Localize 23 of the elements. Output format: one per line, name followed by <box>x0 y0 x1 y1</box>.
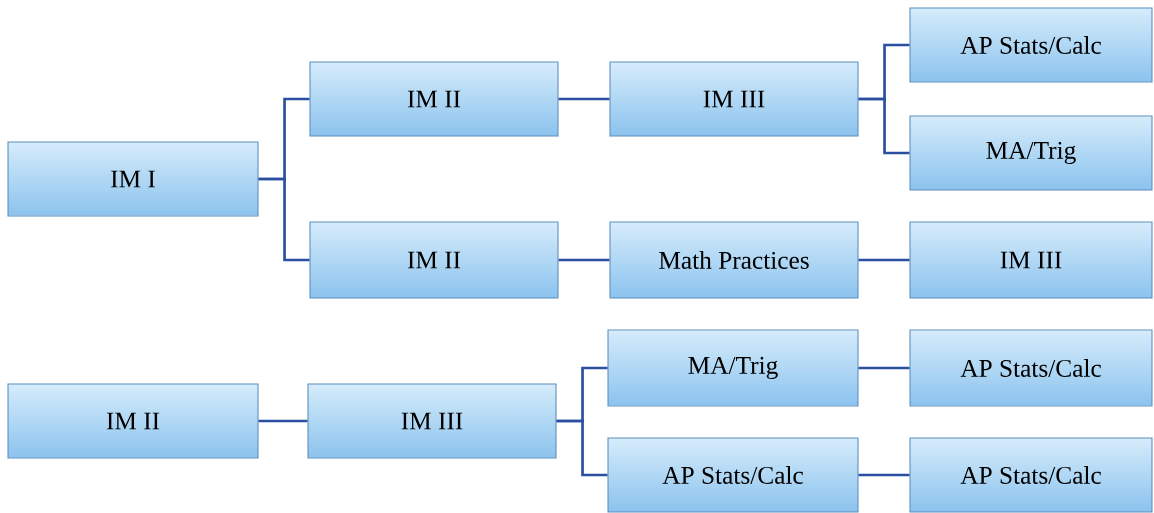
course-box: IM II <box>309 221 559 299</box>
course-box: AP Stats/Calc <box>607 437 859 513</box>
connector-line <box>858 258 910 262</box>
course-box: IM II <box>7 383 259 459</box>
course-box: AP Stats/Calc <box>909 437 1153 513</box>
connector-line <box>858 97 910 155</box>
connector-line <box>858 473 910 477</box>
course-box: IM III <box>909 221 1153 299</box>
course-box: IM II <box>309 61 559 137</box>
connector-line <box>258 419 308 423</box>
connector-line <box>556 419 608 477</box>
course-box: IM III <box>307 383 557 459</box>
connector-line <box>558 97 610 101</box>
course-box: MA/Trig <box>607 329 859 407</box>
course-box: IM I <box>7 141 259 217</box>
connector-line <box>858 366 910 370</box>
course-box: AP Stats/Calc <box>909 329 1153 407</box>
connector-line <box>558 258 610 262</box>
course-box: Math Practices <box>609 221 859 299</box>
course-box: AP Stats/Calc <box>909 7 1153 83</box>
connector-line <box>258 177 310 262</box>
course-box: IM III <box>609 61 859 137</box>
course-box: MA/Trig <box>909 115 1153 191</box>
